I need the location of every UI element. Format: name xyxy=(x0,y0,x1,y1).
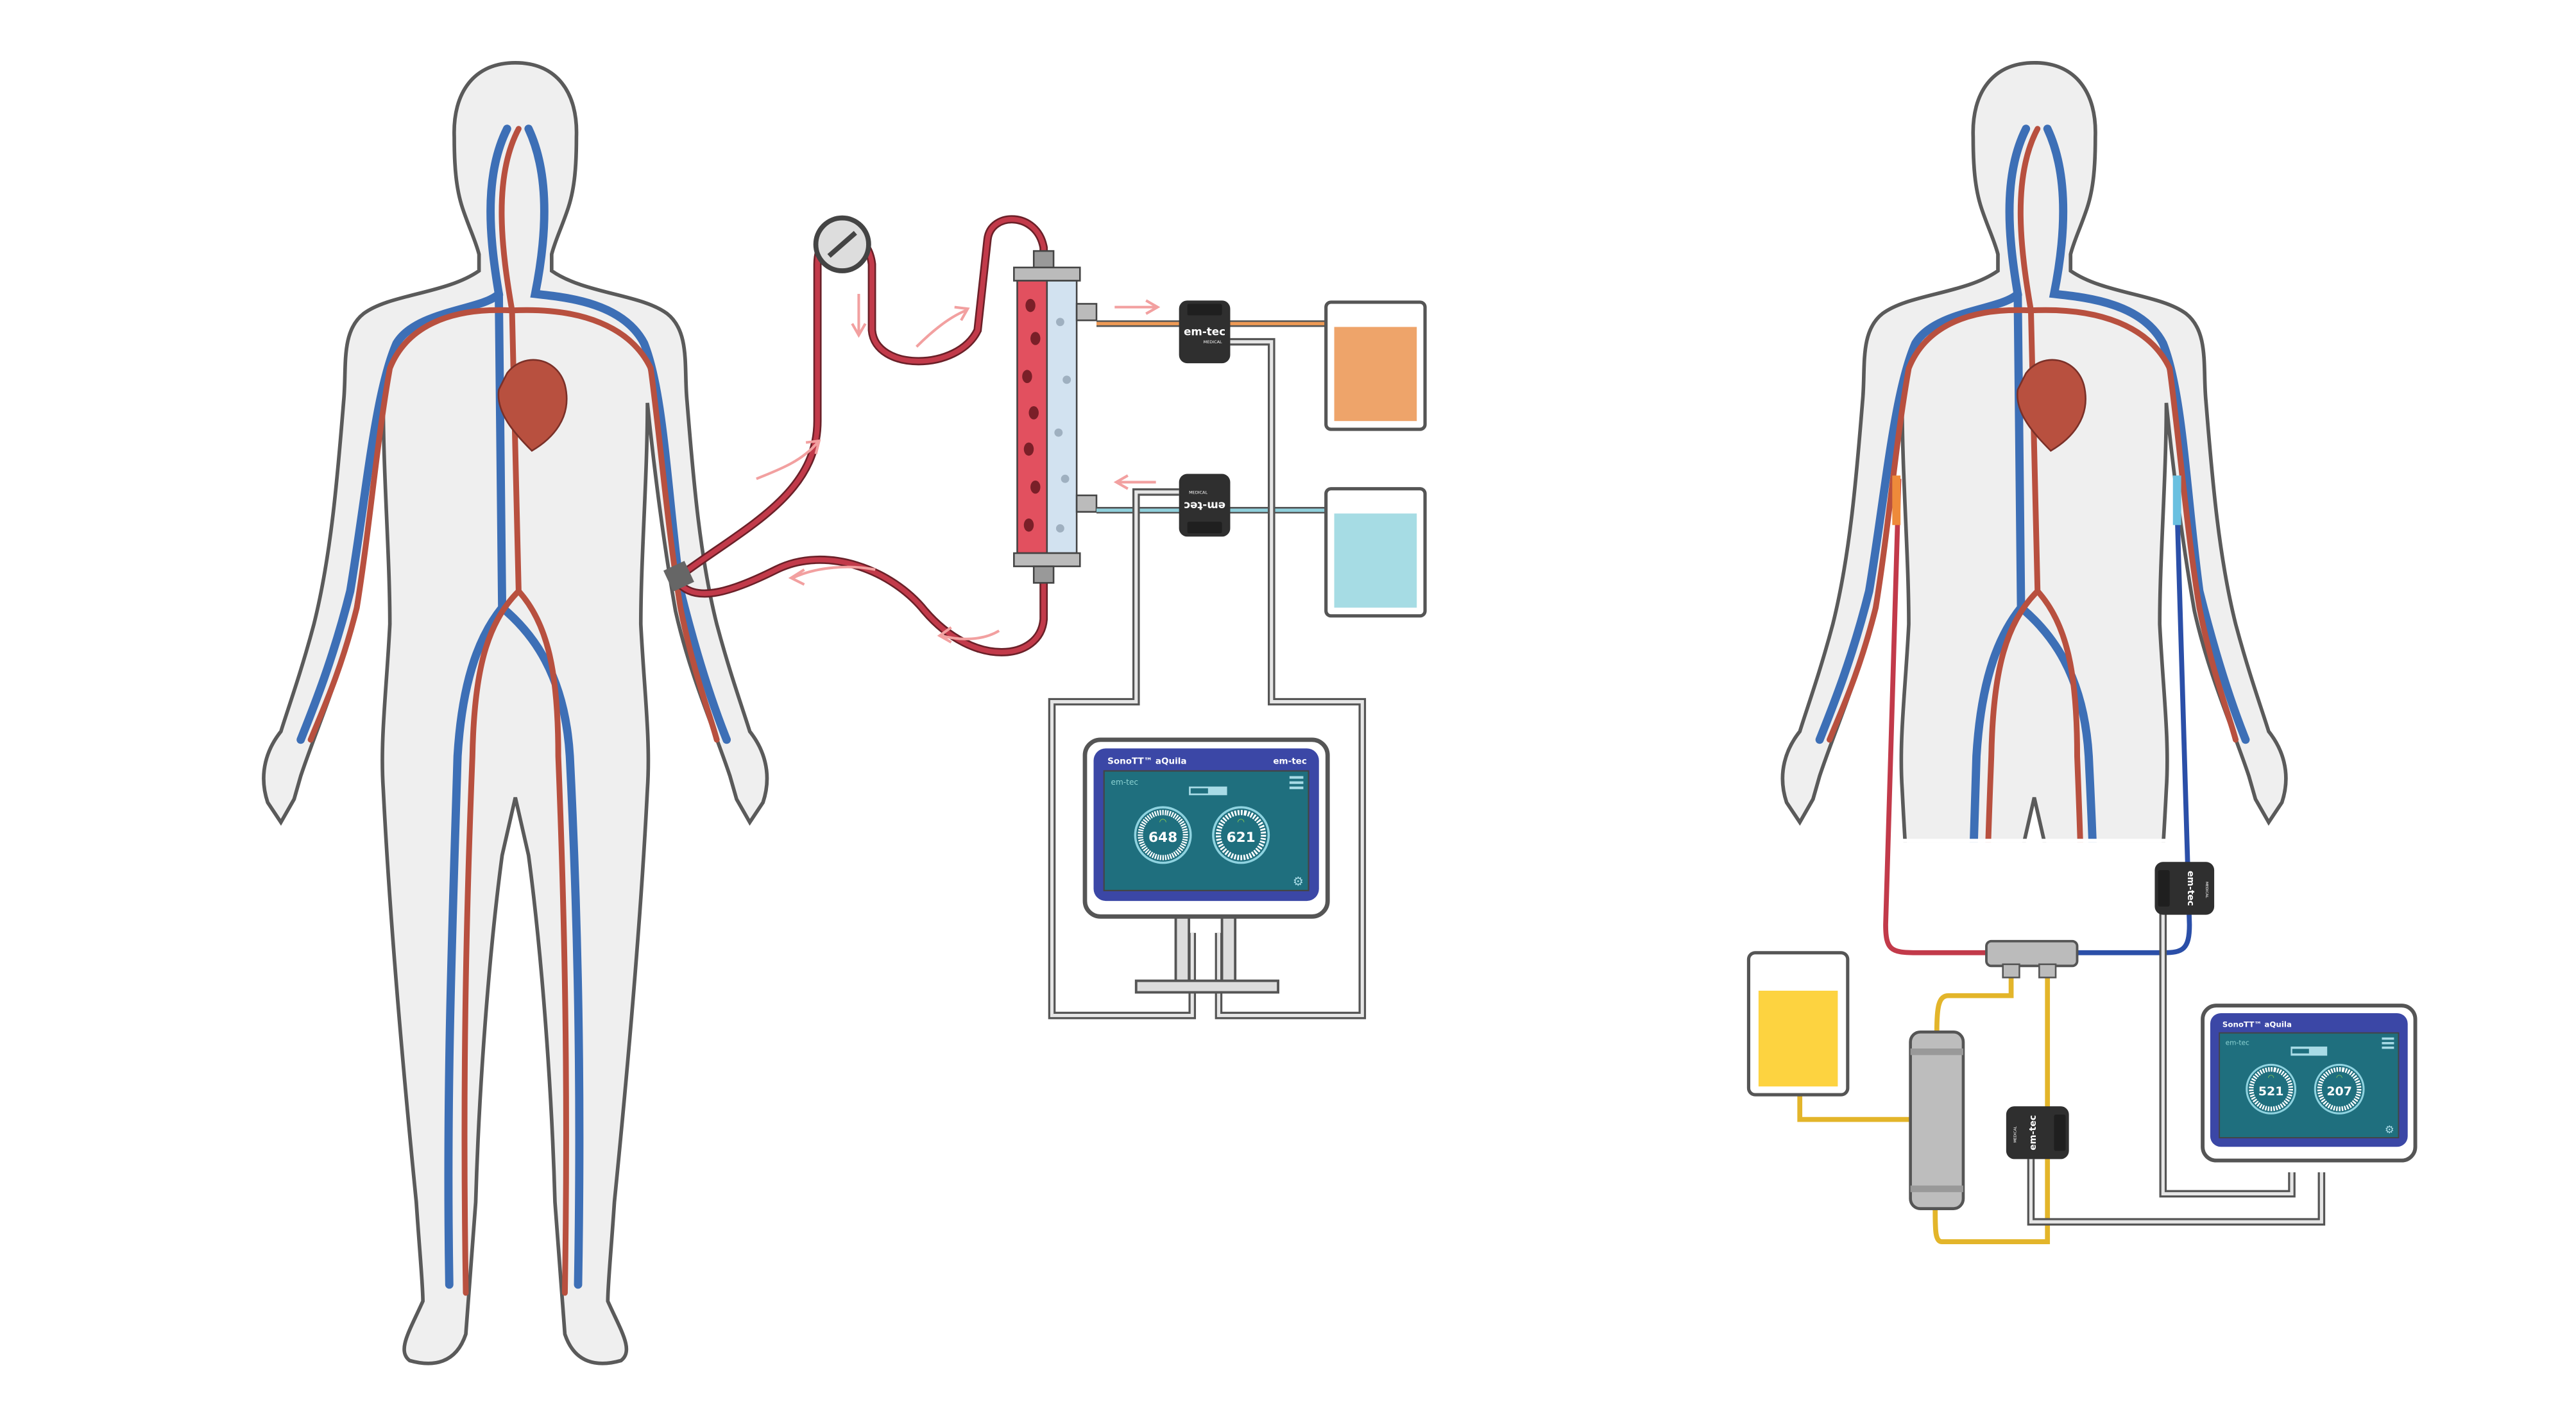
reading-value: 521 xyxy=(2258,1084,2284,1099)
pressure-gauge-icon xyxy=(813,215,871,273)
monitor-stand xyxy=(1134,915,1279,994)
reading-gauge: ◠ 648 xyxy=(1134,806,1192,864)
arm-connector xyxy=(663,561,694,592)
sensor-brand: em-tec xyxy=(2185,871,2196,906)
reading-value: 207 xyxy=(2326,1084,2352,1099)
t-connector xyxy=(1985,939,2079,979)
monitor-brand: em-tec xyxy=(1273,757,1306,767)
sensor-brand: em-tec xyxy=(2028,1115,2038,1151)
filter-cylinder xyxy=(1909,1030,1965,1210)
right-setup: em-tec MEDICAL em-tec MEDICAL SonoTT™ aQ… xyxy=(1746,63,2418,1244)
screen-brand: em-tec xyxy=(1111,778,1139,787)
flow-sensor: em-tec MEDICAL xyxy=(1179,300,1231,364)
sensor-brand: em-tec xyxy=(1184,499,1225,512)
monitor-product: SonoTT™ aQuila xyxy=(1107,757,1186,767)
flow-sensor: em-tec MEDICAL xyxy=(1179,474,1231,537)
flow-monitor: SonoTT™ aQuila em-tec em-tec ◠ 648 ◠ 621 xyxy=(1082,737,1330,919)
menu-icon[interactable] xyxy=(2382,1037,2394,1049)
monitor-product: SonoTT™ aQuila xyxy=(2222,1020,2292,1029)
reading-value: 648 xyxy=(1148,830,1177,846)
sensor-sub: MEDICAL xyxy=(2205,882,2208,898)
menu-icon[interactable] xyxy=(1289,776,1304,789)
fluid-bag xyxy=(1746,951,1850,1097)
screen-brand: em-tec xyxy=(2226,1039,2249,1047)
wifi-icon: ◠ xyxy=(2336,1073,2342,1082)
sensor-brand: em-tec xyxy=(1184,325,1225,338)
wifi-icon: ◠ xyxy=(1159,817,1167,827)
sensor-sub: MEDICAL xyxy=(1189,490,1207,495)
wifi-icon: ◠ xyxy=(1237,817,1245,827)
reading-gauge: ◠ 621 xyxy=(1212,806,1270,864)
reading-value: 621 xyxy=(1227,830,1256,846)
filter-column xyxy=(1013,250,1098,584)
settings-gear-icon[interactable]: ⚙ xyxy=(1293,875,1304,889)
flow-monitor: SonoTT™ aQuila em-tec ◠ 521 ◠ 207 ⚙ xyxy=(2201,1004,2418,1163)
wifi-icon: ◠ xyxy=(2267,1073,2274,1082)
sensor-sub: MEDICAL xyxy=(2013,1125,2017,1142)
reading-gauge: ◠ 207 xyxy=(2314,1063,2365,1115)
reading-gauge: ◠ 521 xyxy=(2246,1063,2297,1115)
flow-sensor: em-tec MEDICAL xyxy=(2006,1106,2069,1159)
sensor-sub: MEDICAL xyxy=(1204,339,1222,345)
left-setup: em-tec MEDICAL em-tec MEDICAL S xyxy=(264,63,1427,1364)
beaker-orange xyxy=(1324,300,1427,431)
human-body-left xyxy=(264,63,767,1364)
beaker-blue xyxy=(1324,487,1427,618)
flow-arrows xyxy=(756,294,1161,644)
flow-sensor: em-tec MEDICAL xyxy=(2154,862,2215,915)
settings-gear-icon[interactable]: ⚙ xyxy=(2385,1124,2394,1136)
